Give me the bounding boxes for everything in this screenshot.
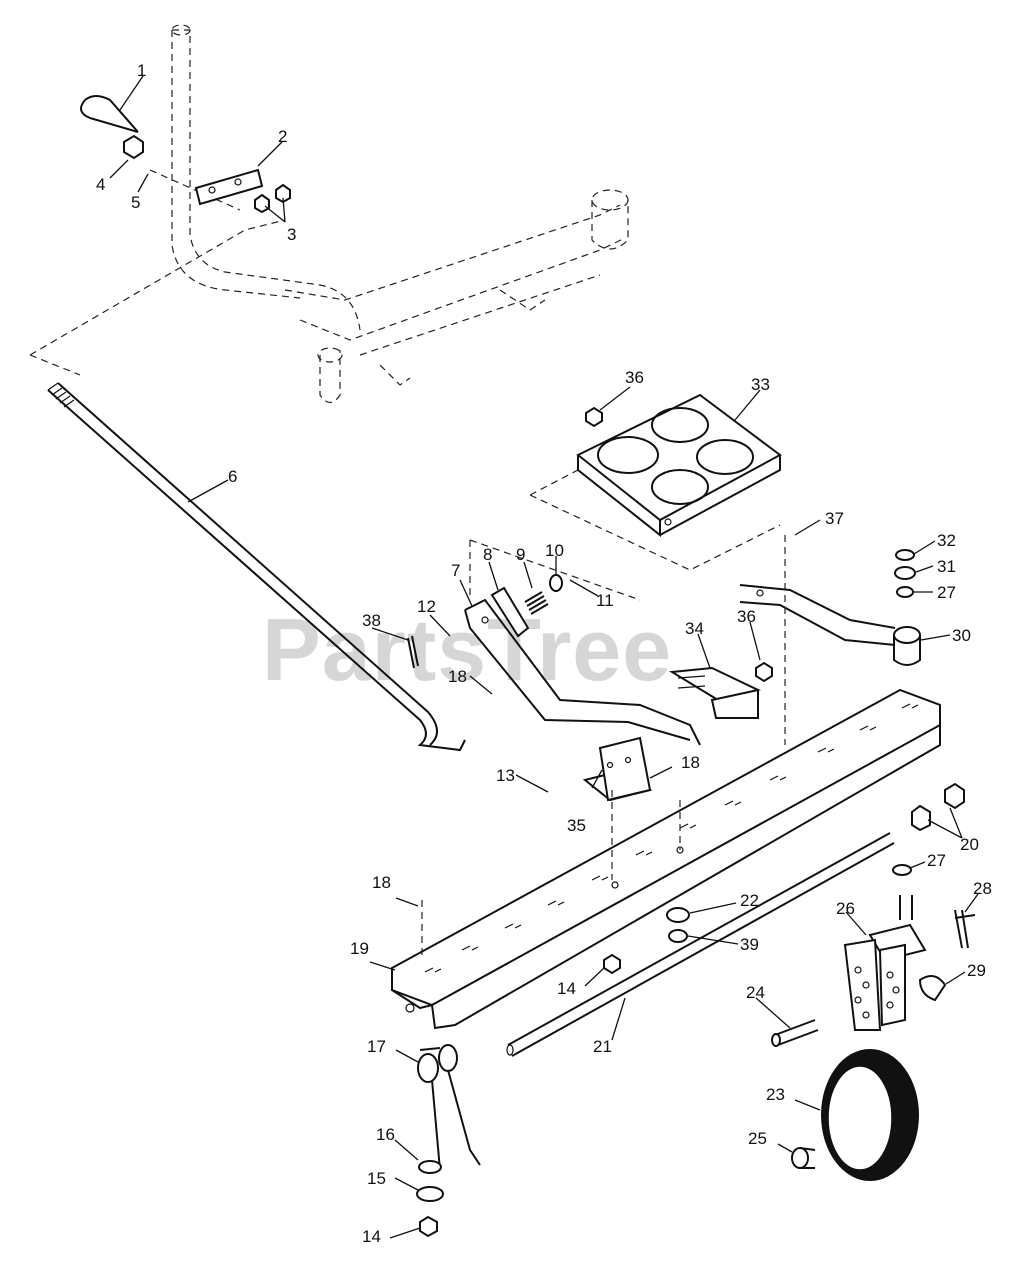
callout-labels: 1 2 3 4 5 6 7 8 9 10 11 12 13 14 14 15 1… [96,61,992,1246]
callout-28: 28 [973,879,992,898]
callout-34: 34 [685,619,704,638]
washer-part [896,586,914,598]
callout-15: 15 [367,1169,386,1188]
lift-lever-part [464,598,701,746]
callout-24: 24 [746,983,765,1002]
shoulder-bolt-part [771,1019,819,1047]
callout-38: 38 [362,611,381,630]
callout-8: 8 [483,545,492,564]
callout-29: 29 [967,961,986,980]
callout-23: 23 [766,1085,785,1104]
callout-18-lever: 18 [448,667,467,686]
torsion-spring-part [417,1044,481,1171]
callout-22: 22 [740,891,759,910]
callout-10: 10 [545,541,564,560]
callout-27-lower: 27 [927,851,946,870]
axle-guide [469,535,786,745]
small-bracket-part [582,736,653,802]
callout-32: 32 [937,531,956,550]
hair-clip-part [918,975,947,1002]
hairpin-clip-part [80,95,139,133]
washer-part [894,566,916,580]
callout-6: 6 [228,467,237,486]
washer-part [549,574,563,592]
callout-11: 11 [596,591,614,610]
axle-arm-part [739,584,921,666]
mount-plate-guide [529,469,781,571]
hex-nut-part [911,804,931,832]
callout-1: 1 [137,61,146,80]
callout-19: 19 [350,939,369,958]
angle-bracket-part [668,666,761,719]
callout-37: 37 [825,509,844,528]
callout-12: 12 [417,597,436,616]
callout-20: 20 [960,835,979,854]
callout-35: 35 [567,816,586,835]
wheel-bushing-part [791,1147,816,1169]
hex-nut-part [275,183,291,204]
hex-nut-part [603,953,621,975]
washer-part [418,1160,442,1174]
wheel-part [821,1049,919,1181]
callout-14-lower: 14 [362,1227,381,1246]
hex-nut-part [419,1215,438,1238]
lift-rod-part [47,382,466,752]
washer-part [668,929,688,943]
callout-36-side: 36 [737,607,756,626]
tractor-frame-ghost [29,24,629,404]
cotter-pin-part [407,635,419,669]
callout-14-upper: 14 [557,979,576,998]
spring-part [524,591,549,615]
spring-pin-part [954,909,976,949]
callout-25: 25 [748,1129,767,1148]
callout-5: 5 [131,193,140,212]
callout-27-upper: 27 [937,583,956,602]
hex-nut-part [254,193,270,214]
hex-nut-part [123,134,144,160]
axle-rod-part [506,832,895,1057]
callout-18-bracket: 18 [681,753,700,772]
callout-16: 16 [376,1125,395,1144]
callout-26: 26 [836,899,855,918]
link-plate-part [194,168,264,206]
callout-2: 2 [278,127,287,146]
callout-39: 39 [740,935,759,954]
callout-17: 17 [367,1037,386,1056]
callout-30: 30 [952,626,971,645]
hex-nut-part [755,661,773,683]
callout-33: 33 [751,375,770,394]
hex-nut-part [944,782,965,810]
caster-bracket-part [843,895,927,1031]
callout-4: 4 [96,175,105,194]
lever-bracket-part [490,586,530,638]
callout-18-bar: 18 [372,873,391,892]
bushing-part [892,864,912,876]
mount-plate-part [576,393,782,538]
washer-part [416,1186,444,1202]
hex-nut-part [585,406,603,428]
callout-9: 9 [516,545,525,564]
callout-36-top: 36 [625,368,644,387]
washer-part [666,907,690,923]
callout-13: 13 [496,766,515,785]
leader-lines [109,75,979,1239]
bar-guide [421,790,681,960]
callout-3: 3 [287,225,296,244]
callout-21: 21 [593,1037,612,1056]
main-bar-part [391,688,941,1030]
callout-7: 7 [451,561,460,580]
callout-31: 31 [937,557,956,576]
washer-part [895,549,915,561]
